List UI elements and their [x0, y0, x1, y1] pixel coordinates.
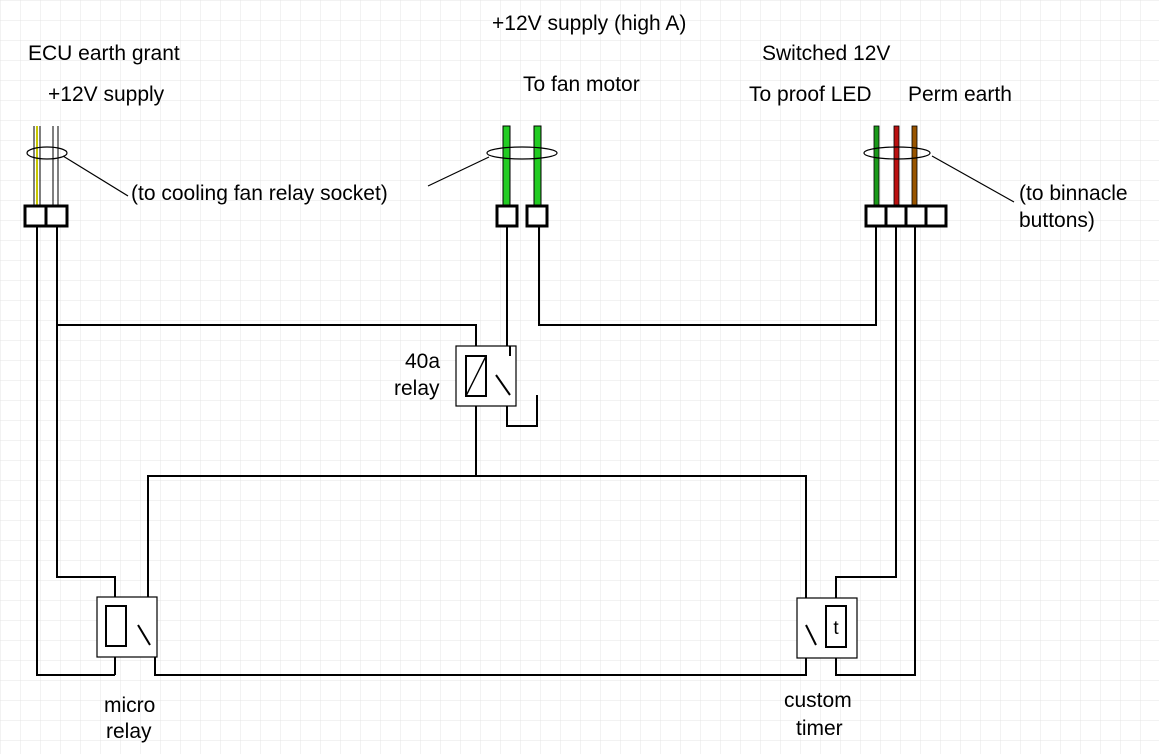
relay-40a-switch-contact: [495, 374, 511, 396]
wire: [538, 226, 877, 326]
connector-pin: [495, 204, 519, 228]
label-to-fan-motor: To fan motor: [523, 73, 640, 96]
label-binnacle-line1: (to binnacle: [1019, 182, 1128, 205]
label-micro-line2: relay: [106, 720, 152, 743]
connector-pin: [525, 204, 549, 228]
connector-pin: [864, 204, 888, 228]
micro-relay: [96, 596, 158, 658]
leader-line: [931, 155, 1015, 203]
timer-symbol: t: [833, 618, 839, 639]
timer-element: [825, 605, 847, 648]
cooling-fan-socket-group: [23, 126, 129, 228]
label-relay40-line1: 40a: [405, 350, 440, 373]
connector-pin: [884, 204, 908, 228]
relay-40a-coil-diagonal: [465, 355, 487, 397]
label-supply-high-a: +12V supply (high A): [492, 12, 686, 35]
label-timer-line2: timer: [796, 717, 843, 740]
label-ecu-earth-grant: ECU earth grant: [28, 42, 180, 65]
wire: [56, 226, 116, 606]
label-cooling-fan-socket: (to cooling fan relay socket): [131, 182, 388, 205]
perm-earth-wire: [911, 125, 918, 209]
custom-timer: t: [796, 597, 858, 659]
label-timer-line1: custom: [784, 689, 852, 712]
label-micro-line1: micro: [104, 694, 155, 717]
wire: [506, 226, 538, 427]
wire: [835, 226, 897, 606]
micro-relay-coil: [105, 605, 127, 647]
timer-switch-contact: [805, 624, 817, 646]
wire: [147, 475, 807, 598]
leader-line: [427, 156, 490, 187]
label-switched-12v: Switched 12V: [762, 42, 890, 65]
cable-bundle-ring: [26, 146, 68, 160]
connector-pin: [924, 204, 948, 228]
leader-line: [62, 155, 129, 197]
connector-pin: [44, 204, 69, 228]
circuit-wires: [36, 226, 916, 676]
high-amp-supply-wire: [502, 125, 511, 209]
label-supply-12v: +12V supply: [48, 83, 165, 106]
wire: [57, 324, 477, 355]
cable-bundle-ring: [863, 146, 931, 160]
connector-pin: [904, 204, 928, 228]
wire: [36, 226, 115, 676]
binnacle-connector-group: [863, 125, 1015, 228]
switched-12v-wire: [893, 125, 900, 209]
proof-led-wire: [873, 125, 880, 209]
cable-bundle-ring: [486, 146, 558, 160]
label-relay40-line2: relay: [394, 377, 440, 400]
label-perm-earth: Perm earth: [908, 83, 1012, 106]
fan-motor-wire: [533, 125, 542, 209]
label-binnacle-line2: buttons): [1019, 209, 1095, 232]
connector-pin: [23, 204, 48, 228]
micro-relay-switch-contact: [137, 624, 151, 646]
wire: [835, 226, 916, 676]
relay-40a: [455, 345, 517, 407]
label-to-proof-led: To proof LED: [749, 83, 872, 106]
